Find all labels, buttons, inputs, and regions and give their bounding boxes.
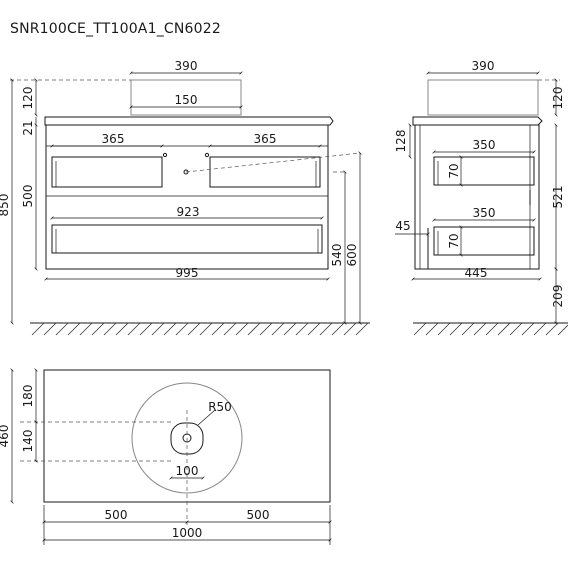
side-basin-height: 120 bbox=[551, 87, 565, 110]
side-drawer-depth-upper: 350 bbox=[473, 138, 496, 152]
lower-drawer bbox=[51, 224, 323, 254]
top-half-left: 500 bbox=[105, 508, 128, 522]
front-basin-width: 390 bbox=[175, 59, 198, 73]
side-drawer-depth-lower: 350 bbox=[473, 206, 496, 220]
top-radius: R50 bbox=[208, 400, 232, 414]
front-drawer-right-width: 365 bbox=[254, 132, 277, 146]
side-drawer-height-lower: 70 bbox=[447, 233, 461, 248]
upper-right-drawer bbox=[209, 156, 321, 188]
side-countertop bbox=[412, 116, 543, 126]
front-drain-offset: 150 bbox=[175, 93, 198, 107]
side-upper-drawer bbox=[433, 156, 535, 186]
top-view: R50 100 180 140 460 500 500 1000 bbox=[0, 368, 332, 545]
side-cabinet-body bbox=[414, 124, 540, 270]
side-basin-outline bbox=[427, 79, 539, 116]
front-drawer-left-width: 365 bbox=[102, 132, 125, 146]
upper-left-drawer bbox=[51, 156, 163, 188]
side-lower-drawer bbox=[433, 226, 535, 256]
basin-circle bbox=[131, 382, 243, 494]
front-countertop: 21 bbox=[21, 120, 35, 135]
top-total-depth: 460 bbox=[0, 425, 11, 448]
front-total-height: 850 bbox=[0, 194, 11, 217]
side-floor-clearance: 209 bbox=[551, 285, 565, 308]
side-top-gap: 128 bbox=[394, 130, 408, 153]
top-half-right: 500 bbox=[247, 508, 270, 522]
drawing-title: SNR100CE_TT100A1_CN6022 bbox=[10, 21, 221, 37]
front-height-600: 600 bbox=[345, 244, 359, 267]
top-drain-width: 100 bbox=[176, 464, 199, 478]
front-cabinet-width: 995 bbox=[176, 266, 199, 280]
front-height-540: 540 bbox=[330, 244, 344, 267]
front-basin-height: 120 bbox=[21, 87, 35, 110]
front-cabinet-height: 500 bbox=[21, 185, 35, 208]
side-cabinet-depth: 445 bbox=[465, 266, 488, 280]
front-lower-drawer-width: 923 bbox=[177, 205, 200, 219]
countertop bbox=[44, 116, 334, 126]
side-cabinet-height: 521 bbox=[551, 186, 565, 209]
side-basin-width: 390 bbox=[472, 59, 495, 73]
front-view: 390 150 365 365 923 995 120 21 500 850 5… bbox=[0, 59, 370, 336]
top-depth-180: 180 bbox=[21, 385, 35, 408]
side-toe: 45 bbox=[395, 219, 410, 233]
side-view: 390 350 350 445 128 70 70 45 120 521 209 bbox=[394, 59, 568, 336]
top-total-width: 1000 bbox=[172, 526, 203, 540]
basin-outline bbox=[130, 79, 242, 116]
cabinet-body bbox=[45, 124, 329, 270]
top-depth-140: 140 bbox=[21, 430, 35, 453]
side-drawer-height-upper: 70 bbox=[447, 163, 461, 178]
